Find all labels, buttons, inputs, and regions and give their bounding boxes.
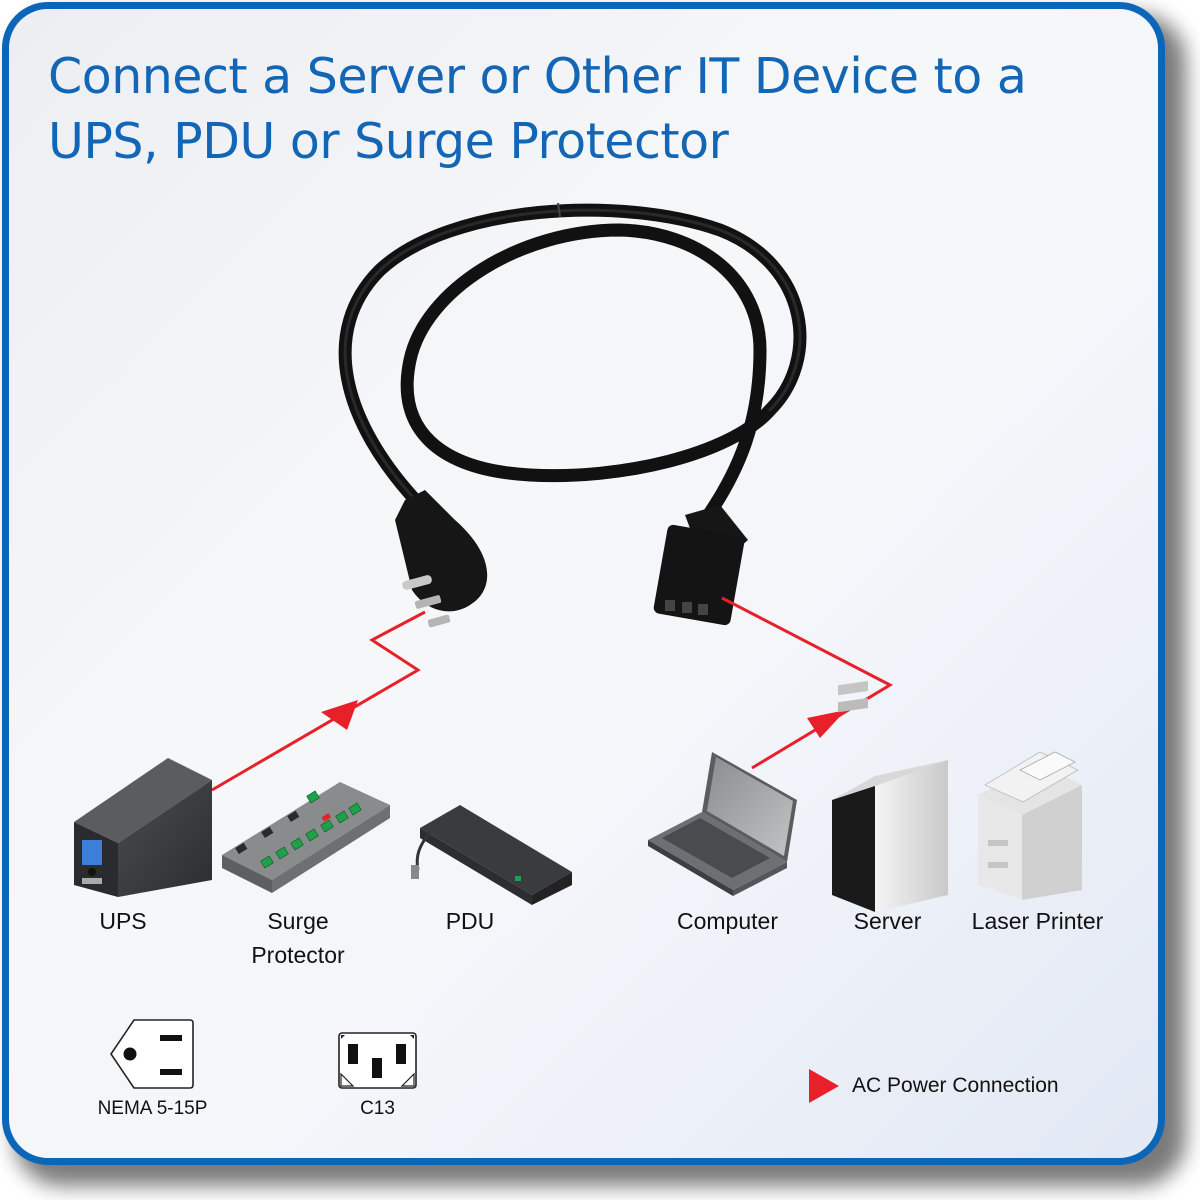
title-line-1: Connect a Server or Other IT Device to a — [48, 48, 1027, 105]
surge-protector-image — [222, 782, 390, 893]
surge-protector-label-line-2: Protector — [251, 942, 345, 968]
c13-connector — [653, 505, 748, 626]
server-device-image — [832, 681, 948, 912]
flow-arrow-down-icon — [807, 710, 846, 738]
laser-printer-label: Laser Printer — [971, 908, 1104, 934]
connection-line-source — [211, 610, 426, 792]
c13-label: C13 — [360, 1098, 395, 1119]
computer-label: Computer — [677, 908, 778, 934]
nema-5-15p-icon — [110, 1019, 194, 1089]
pdu-label: PDU — [445, 908, 495, 934]
legend-label: AC Power Connection — [852, 1074, 1059, 1097]
computer-device-image — [648, 752, 797, 896]
red-triangle-arrow-icon — [809, 1069, 839, 1103]
surge-protector-label: Surge Protector — [228, 904, 368, 972]
nema-plug — [395, 490, 488, 628]
ups-label: UPS — [99, 908, 147, 934]
laser-printer-device-image — [978, 751, 1082, 900]
server-label: Server — [853, 908, 922, 934]
nema-5-15p-label: NEMA 5-15P — [97, 1098, 208, 1119]
power-cord-image — [338, 202, 807, 628]
page-title: Connect a Server or Other IT Device to a… — [48, 44, 1027, 174]
c13-icon — [338, 1032, 417, 1089]
connection-line-target — [721, 596, 894, 770]
surge-protector-label-line-1: Surge — [267, 908, 329, 934]
pdu-device-image — [411, 805, 572, 905]
ups-device-image — [74, 758, 212, 897]
diagram-frame — [2, 2, 1165, 1165]
title-line-2: UPS, PDU or Surge Protector — [48, 113, 729, 170]
flow-arrow-up-icon — [321, 700, 358, 730]
